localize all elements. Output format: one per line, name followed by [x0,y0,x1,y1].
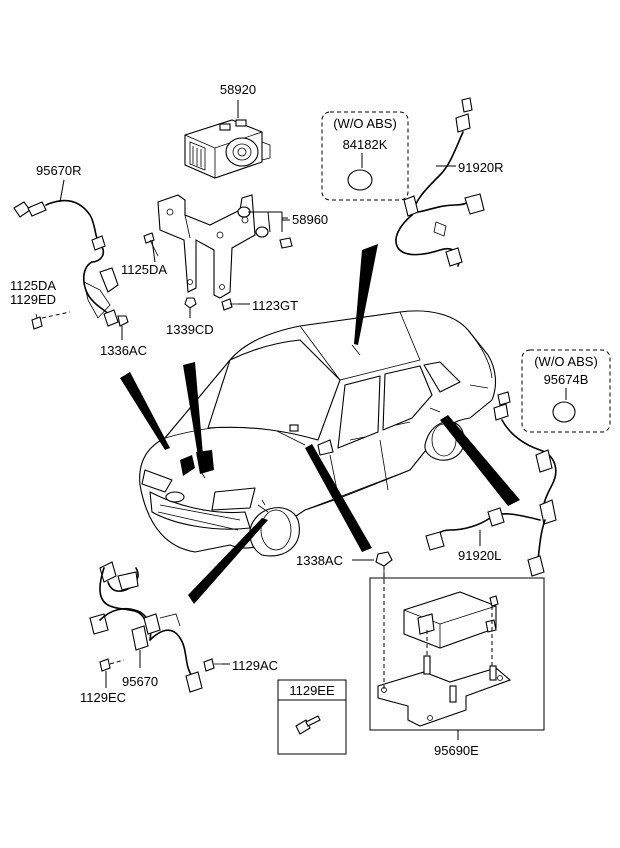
wedge-front-left-sensor [120,372,170,450]
label-95674B: 95674B [544,372,589,387]
wedge-front-right-sensor [188,518,268,604]
bolt-1129EC [99,658,111,672]
label-1129EC: 1129EC [80,690,126,705]
label-58920: 58920 [220,82,256,97]
label-95670R: 95670R [36,163,82,178]
hcu-bracket [157,194,293,299]
bolt-1125DA-mid [143,232,159,257]
bolt-1123GT [221,298,238,311]
sensor-95670R [13,199,119,327]
hcu-assembly [184,119,271,179]
label-1125DA-left: 1125DA [10,278,56,293]
car-illustration [139,310,497,557]
wedge-yaw-sensor [305,444,372,552]
label-84182K: 84182K [343,137,388,152]
label-95690E: 95690E [434,743,479,758]
harness-91920L [425,391,557,577]
yaw-sensor-box [369,566,545,731]
label-58960: 58960 [292,212,328,227]
nut-1338AC [375,551,393,567]
label-95670: 95670 [122,674,158,689]
label-91920R: 91920R [458,160,504,175]
label-1339CD: 1339CD [166,322,214,337]
label-1123GT: 1123GT [252,298,298,313]
label-1338AC: 1338AC [296,553,343,568]
label-91920L: 91920L [458,548,501,563]
sensor-95670 [89,561,203,693]
wo-abs-box-right: (W/O ABS) 95674B [521,349,611,433]
label-1129EE: 1129EE [289,683,335,698]
nut-1339CD [184,297,197,309]
nut-1336AC [117,315,129,327]
bolt-1129AC [203,658,215,672]
callout-wo-abs-top: (W/O ABS) [333,116,397,131]
callout-wo-abs-right: (W/O ABS) [534,354,598,369]
wedge-rear-right-sensor [354,244,378,345]
label-1336AC: 1336AC [100,343,147,358]
wedge-hcu [183,362,203,456]
harness-91920R [395,97,485,267]
label-1125DA-mid: 1125DA [121,262,167,277]
wedge-rear-left-sensor [440,415,520,506]
label-1129AC: 1129AC [232,658,278,673]
wo-abs-box-top: (W/O ABS) 84182K [321,111,409,201]
box-1129EE: 1129EE [277,679,347,755]
leader-wedges [120,244,520,604]
bolt-1125DA-left [31,316,43,330]
label-1129ED: 1129ED [10,292,56,307]
